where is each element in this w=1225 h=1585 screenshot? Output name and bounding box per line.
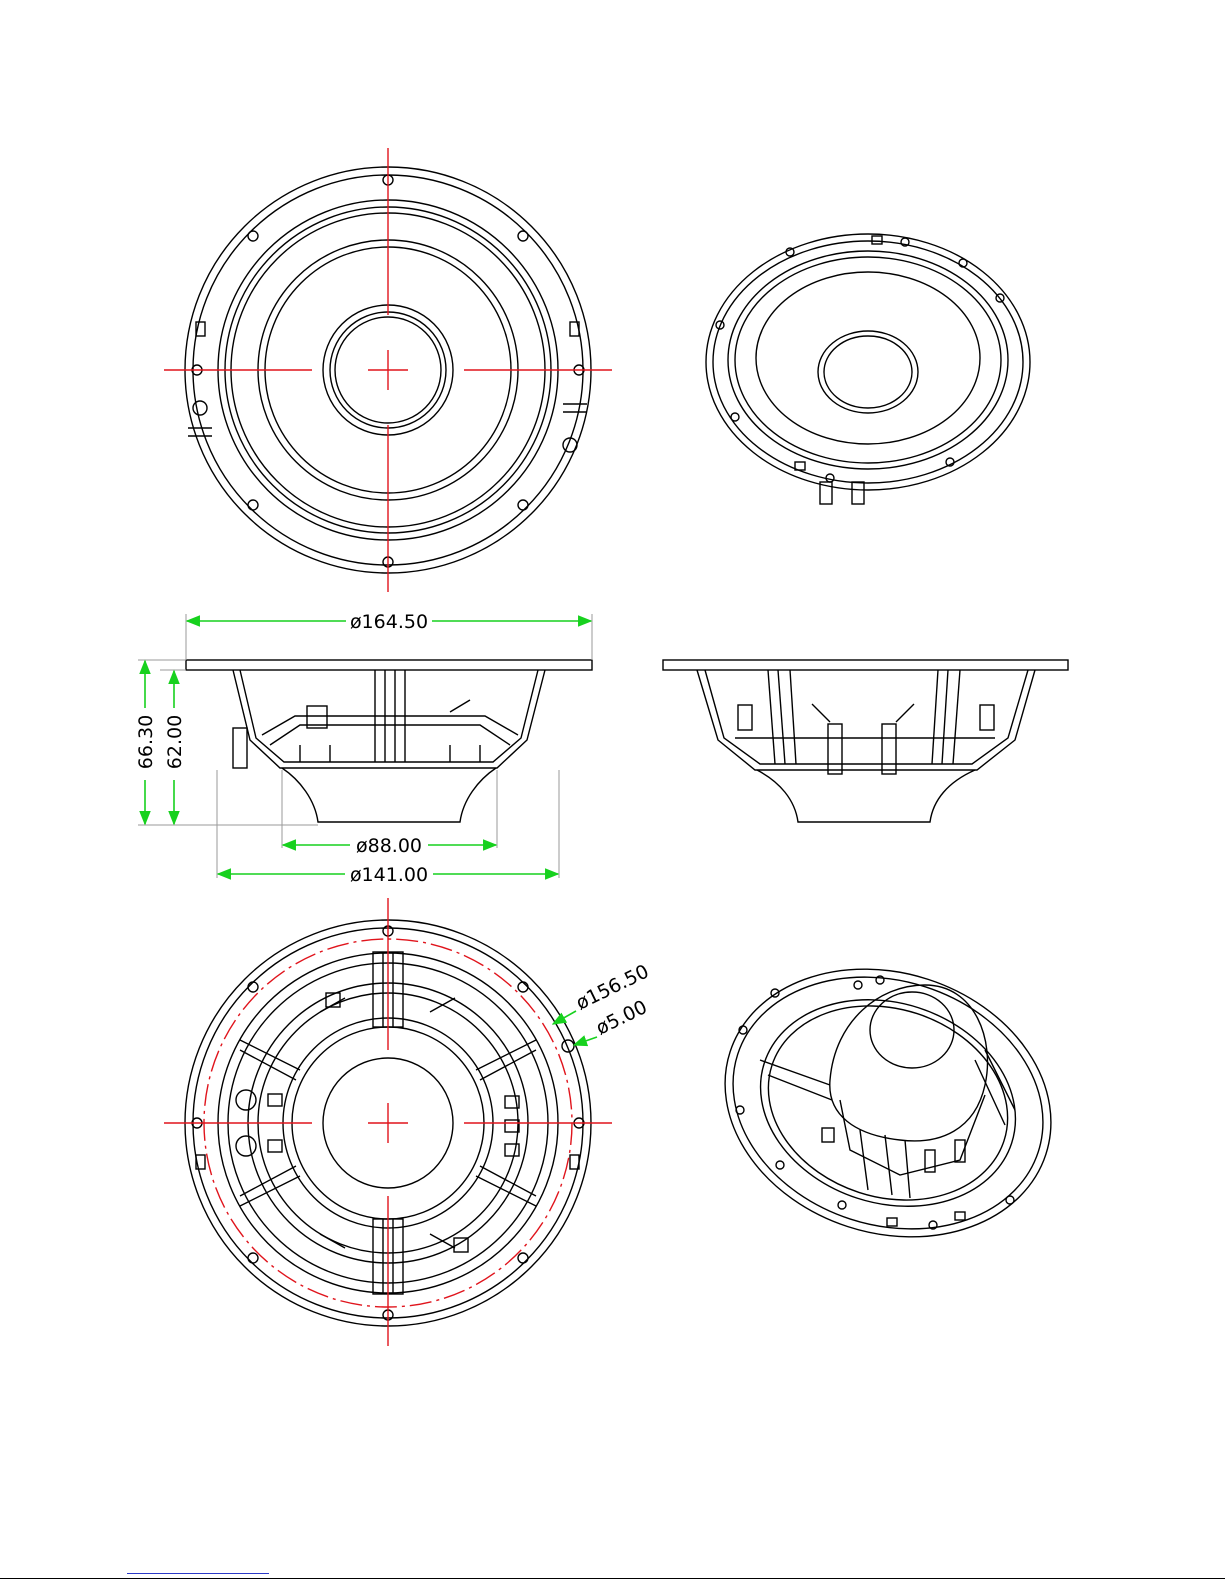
magnet-diameter-label: ø88.00 xyxy=(356,835,422,857)
rear-dimensions: ø156.50 ø5.00 xyxy=(553,960,652,1045)
footer-link-mark xyxy=(127,1573,269,1574)
isometric-rear-view xyxy=(690,928,1086,1278)
isometric-front-view xyxy=(706,234,1030,504)
side-section-view xyxy=(663,660,1068,822)
cutout-diameter-label: ø141.00 xyxy=(350,864,428,886)
side-dimensions: ø164.50 66.30 62.00 ø88.00 ø141.00 xyxy=(133,608,592,887)
overall-diameter-label: ø164.50 xyxy=(350,611,428,633)
side-view xyxy=(186,660,592,822)
rear-centerlines xyxy=(164,898,612,1346)
overall-height-label: 66.30 xyxy=(135,715,157,769)
front-centerlines xyxy=(164,148,612,592)
footer-rule xyxy=(0,1578,1225,1579)
mounting-depth-label: 62.00 xyxy=(164,715,186,769)
